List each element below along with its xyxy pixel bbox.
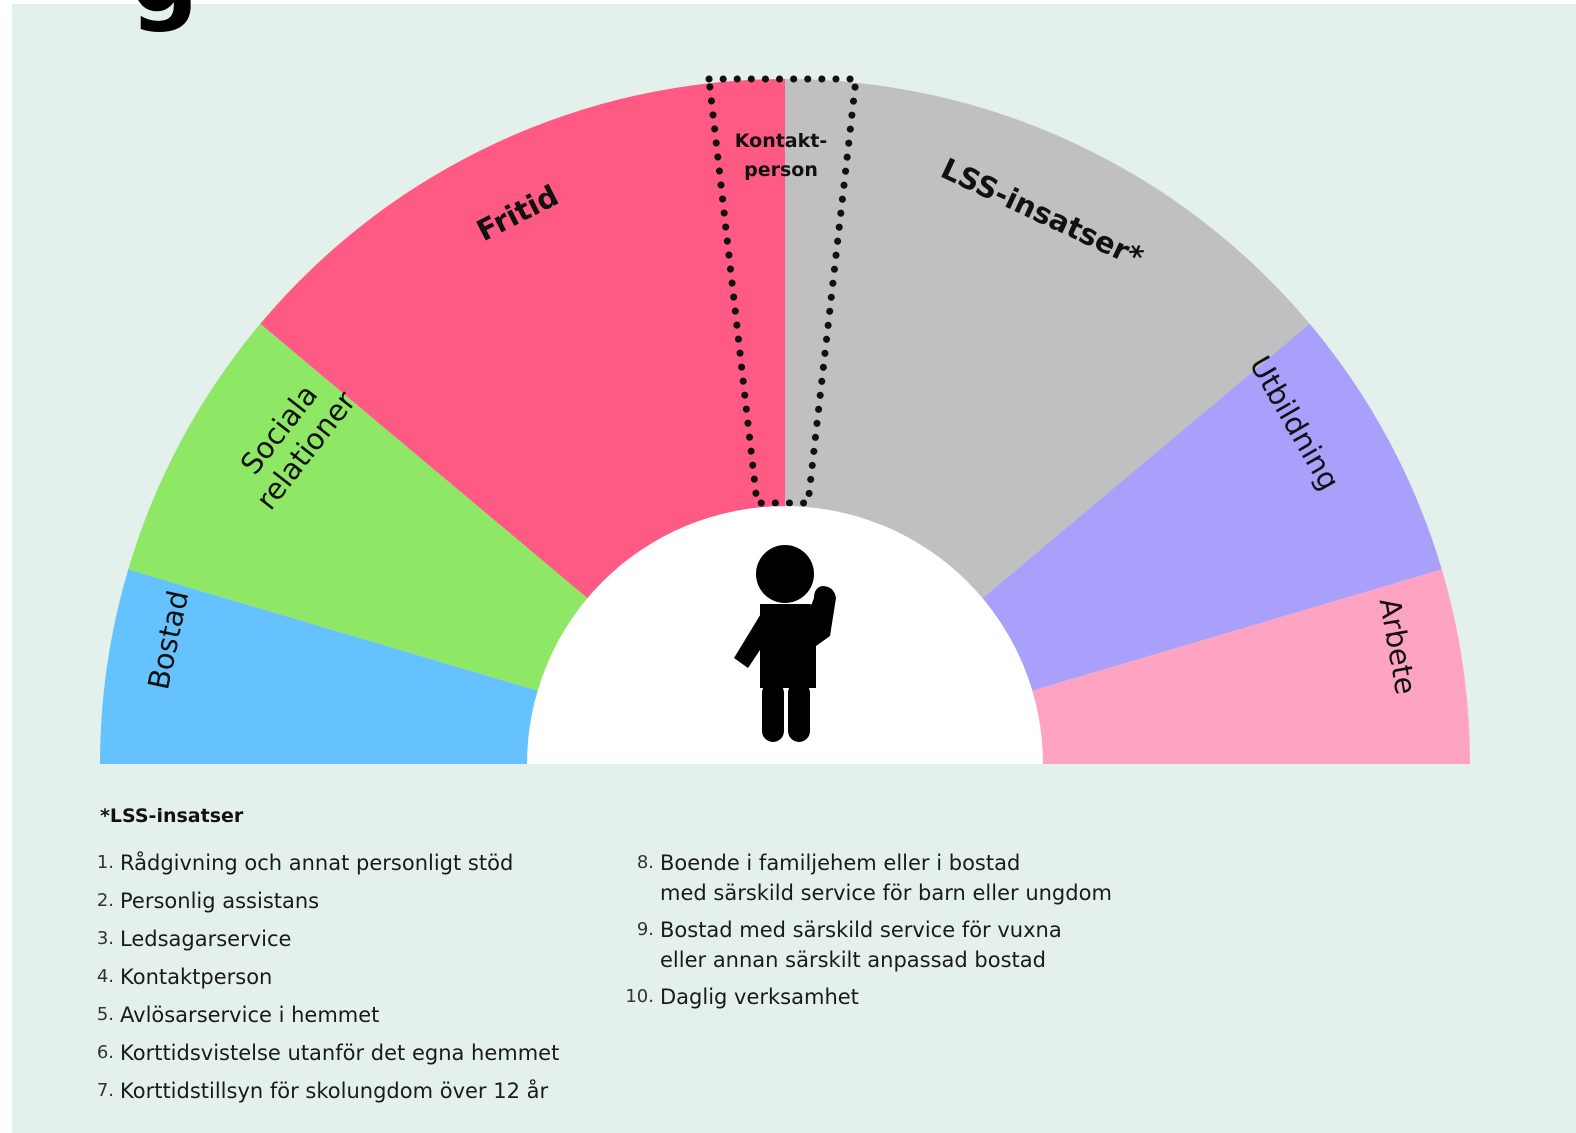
page-heading: g — [130, 0, 199, 26]
legend-item: 8.Boende i familjehem eller i bostad med… — [636, 851, 1112, 905]
legend-list-left: 1.Rådgivning och annat personligt stöd 2… — [66, 848, 560, 1114]
legend-item: 5.Avlösarservice i hemmet — [96, 1003, 380, 1027]
svg-text:person: person — [744, 159, 818, 181]
legend-list-right: 8.Boende i familjehem eller i bostad med… — [606, 848, 1112, 1019]
life-areas-diagram: Bostad Sociala relationer Fritid Kontakt… — [100, 75, 1470, 764]
person-waving-icon — [734, 545, 836, 742]
legend-item: 7.Korttidstillsyn för skolungdom över 12… — [96, 1079, 549, 1103]
legend-item: 4.Kontaktperson — [96, 965, 273, 989]
legend-item: 10.Daglig verksamhet — [625, 985, 859, 1009]
legend-item: 1.Rådgivning och annat personligt stöd — [96, 851, 514, 875]
kontaktperson-label: Kontakt- person — [735, 130, 827, 181]
legend-item: 9.Bostad med särskild service för vuxna … — [636, 918, 1062, 972]
legend-item: 3.Ledsagarservice — [96, 927, 292, 951]
legend-title: *LSS-insatser — [100, 805, 244, 827]
legend-item: 2.Personlig assistans — [96, 889, 320, 913]
legend-item: 6.Korttidsvistelse utanför det egna hemm… — [96, 1041, 560, 1065]
svg-text:Kontakt-: Kontakt- — [735, 130, 827, 152]
kontaktperson-dotted-outline — [705, 75, 860, 507]
